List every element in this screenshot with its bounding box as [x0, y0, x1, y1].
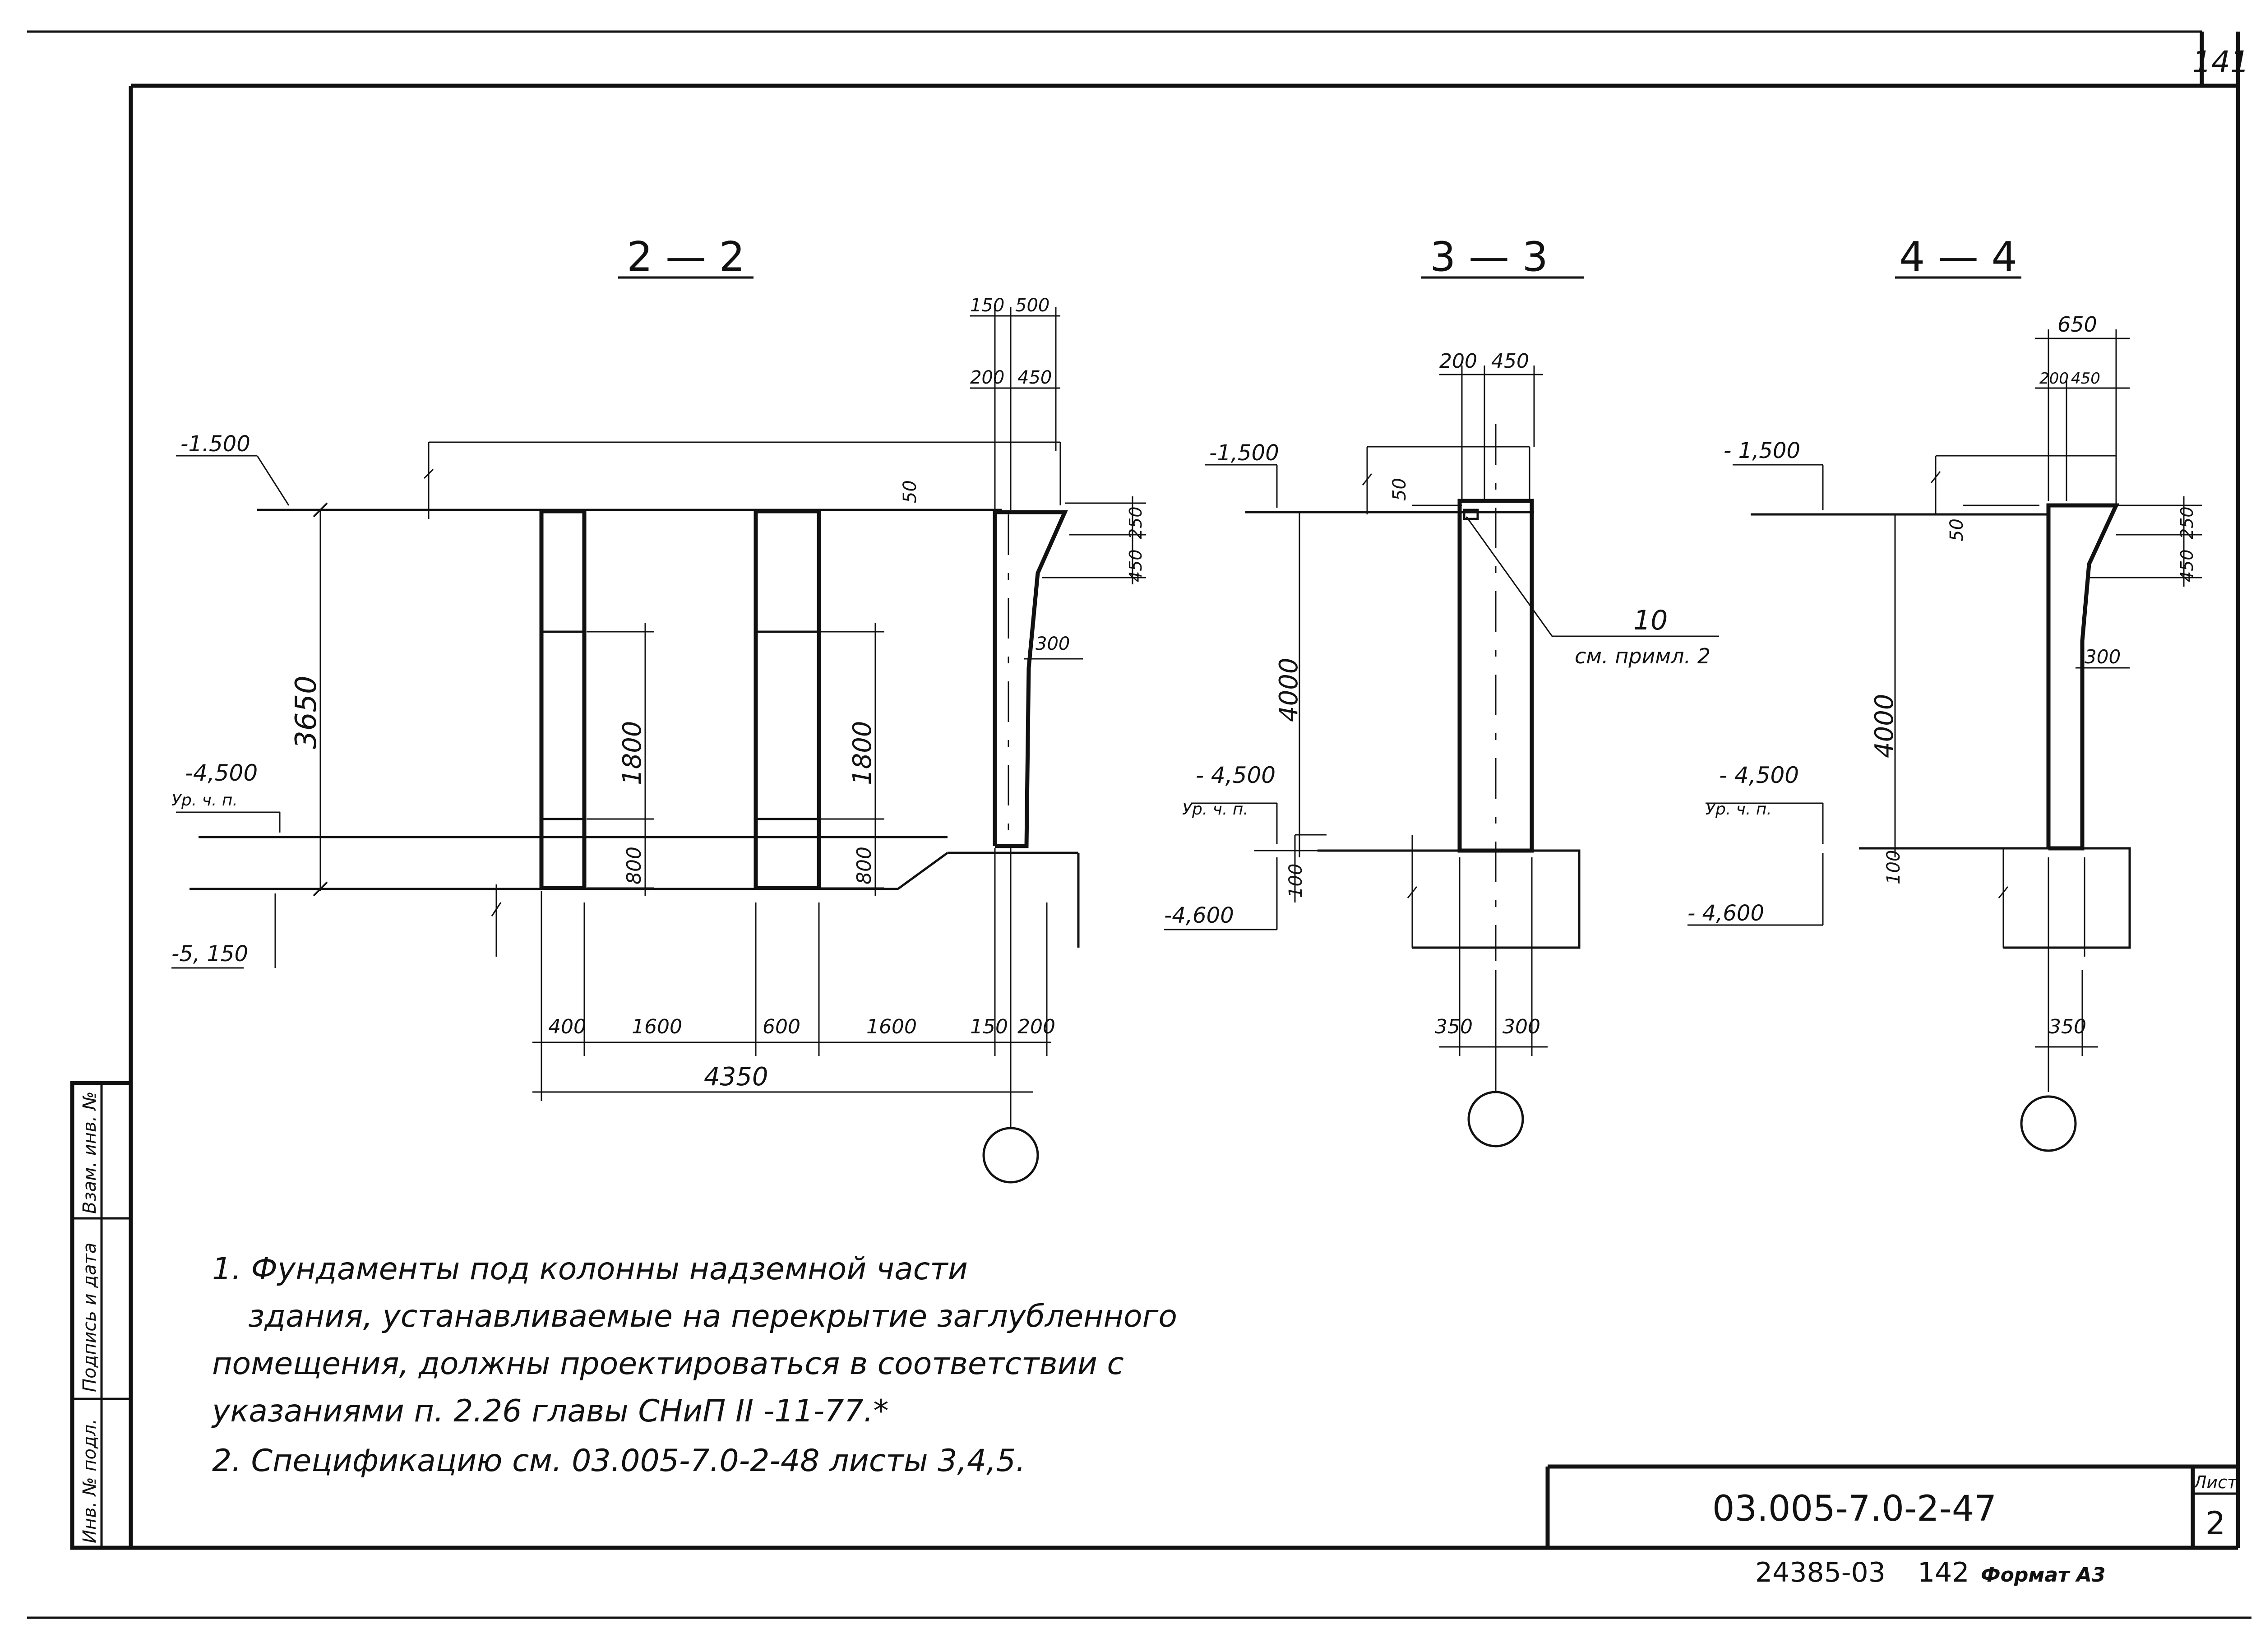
s33-dim-300: 300: [1502, 1015, 1540, 1038]
section-2-2: 2 — 2: [171, 233, 1146, 1184]
s33-callout-note: см. примл. 2: [1575, 644, 1710, 668]
s33-dim-50: 50: [1389, 478, 1410, 501]
s22-dim-200b: 200: [1017, 1015, 1055, 1038]
section-3-3: 3 — 3: [1164, 233, 1719, 1148]
s22-dim-3650: 3650: [290, 676, 323, 749]
s44-dim-250: 250: [2177, 506, 2197, 539]
s22-dim-1600b: 1600: [866, 1015, 917, 1038]
s22-dim-600: 600: [763, 1015, 800, 1038]
s22-dim-200: 200: [970, 367, 1004, 388]
section-4-4-title: 4 — 4: [1899, 233, 2017, 281]
side-stamp-sign: Подпись и дата: [79, 1243, 100, 1392]
note-line-4: указаниями п. 2.26 главы СНиП II -11-77.…: [211, 1393, 888, 1429]
note-line-2: здания, устанавливаемые на перекрытие за…: [248, 1299, 1177, 1334]
side-stamp: [70, 1081, 133, 1550]
s22-level-bottom: -5, 150: [171, 941, 248, 967]
note-line-3: помещения, должны проектироваться в соот…: [212, 1346, 1124, 1382]
s44-dim-200: 200: [2039, 370, 2069, 388]
s22-level-floor: -4,500: [185, 760, 258, 786]
s22-dim-800b: 800: [853, 847, 876, 884]
s44-level-upn: Ур. ч. п.: [1706, 800, 1772, 819]
title-block-list-label: Лист: [2193, 1472, 2238, 1492]
sheet-number: 141: [2192, 45, 2249, 79]
s33-dim-200: 200: [1439, 350, 1477, 373]
bottom-stamp-code: 24385-03: [1755, 1557, 1886, 1588]
s44-dim-100: 100: [1883, 850, 1904, 884]
s33-dim-450: 450: [1491, 350, 1529, 373]
s22-dim-1600a: 1600: [632, 1015, 682, 1038]
note-line-1: 1. Фундаменты под колонны надземной част…: [212, 1251, 968, 1287]
s22-dim-250: 250: [1126, 506, 1146, 539]
s44-level-floor: - 4,500: [1719, 762, 1799, 788]
s44-dim-450: 450: [2071, 370, 2100, 388]
s44-level-bottom: - 4,600: [1687, 901, 1764, 926]
s33-dim-350: 350: [1435, 1015, 1473, 1038]
s44-dim-50: 50: [1946, 518, 1967, 541]
title-block-list-number: 2: [2205, 1505, 2226, 1542]
s22-dim-500: 500: [1015, 295, 1049, 316]
title-block-doc-code: 03.005-7.0-2-47: [1712, 1489, 1997, 1529]
s22-dim-400: 400: [548, 1015, 586, 1038]
title-block: [1545, 1464, 2238, 1548]
side-stamp-inv: Инв. № подл.: [79, 1419, 100, 1543]
s44-dim-300: 300: [2085, 646, 2121, 668]
s44-dim-4000: 4000: [1870, 694, 1899, 758]
section-4-4: 4 — 4: [1687, 233, 2202, 1152]
s33-level-floor: - 4,500: [1196, 762, 1276, 788]
s44-level-top: - 1,500: [1724, 438, 1800, 463]
s44-dim-650: 650: [2057, 312, 2097, 337]
s22-dim-150b: 150: [970, 1015, 1008, 1038]
bottom-stamp-num: 142: [1918, 1557, 1969, 1588]
s22-dim-300: 300: [1036, 634, 1070, 654]
s22-level-top: -1.500: [180, 431, 250, 457]
s22-dim-150: 150: [970, 295, 1004, 316]
side-stamp-vzam: Взам. инв. №: [79, 1091, 100, 1214]
section-2-2-title: 2 — 2: [627, 233, 745, 281]
s22-level-upn: Ур. ч. п.: [171, 791, 238, 810]
format-label: Формат А3: [1981, 1564, 2106, 1587]
s33-level-bottom: -4,600: [1164, 903, 1234, 928]
s33-level-upn: Ур. ч. п.: [1182, 800, 1248, 819]
s44-dim-350: 350: [2048, 1015, 2086, 1038]
note-line-5: 2. Спецификацию см. 03.005-7.0-2-48 лист…: [212, 1443, 1026, 1479]
s44-dim-450b: 450: [2177, 549, 2197, 582]
s22-dim-450: 450: [1017, 367, 1052, 388]
s22-dim-4350: 4350: [704, 1062, 768, 1092]
s33-dim-4000: 4000: [1274, 657, 1304, 722]
s33-callout-number: 10: [1633, 605, 1668, 636]
s22-dim-450b: 450: [1126, 549, 1146, 582]
s33-level-top: -1,500: [1209, 440, 1279, 466]
s22-dim-1800a: 1800: [618, 721, 647, 785]
s22-dim-50: 50: [900, 480, 920, 503]
section-3-3-title: 3 — 3: [1430, 233, 1548, 281]
s22-dim-1800b: 1800: [848, 721, 877, 785]
s33-dim-100: 100: [1285, 864, 1306, 898]
s22-dim-800a: 800: [623, 847, 646, 884]
